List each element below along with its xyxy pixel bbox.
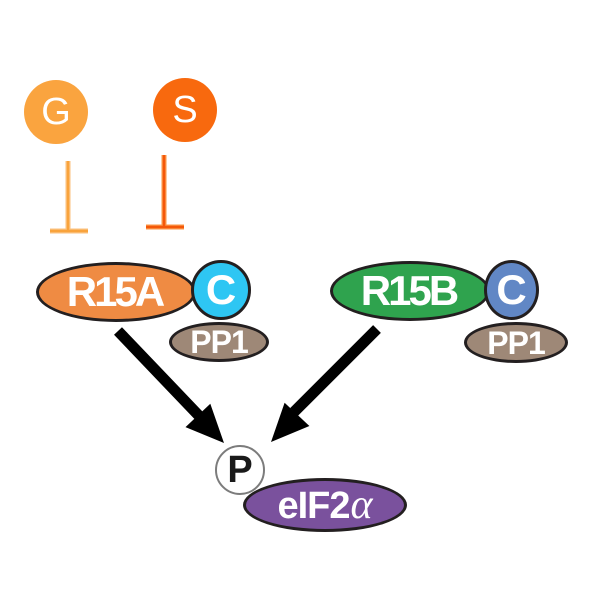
- node-r15a: R15A: [36, 262, 196, 322]
- g-stimulus-label: G: [41, 91, 71, 133]
- r15a-label: R15A: [66, 268, 165, 315]
- g-inhibition-tbar: [50, 161, 88, 234]
- g-inhibition-tbar-core: [50, 161, 88, 233]
- phosphate-label: P: [227, 449, 253, 491]
- pp1-left-label: PP1: [190, 324, 248, 360]
- r15b-arrow-shaft: [290, 325, 381, 416]
- node-pp1-right: PP1: [464, 322, 568, 363]
- r15a-arrow: [114, 327, 224, 443]
- node-s-stimulus: S: [153, 78, 217, 142]
- r15b-arrow: [271, 325, 381, 442]
- s-stimulus-label: S: [172, 89, 198, 131]
- node-eif2a: eIF2α: [243, 478, 407, 532]
- c-of-r15a-label: C: [205, 266, 237, 313]
- node-c-of-r15b: C: [484, 260, 539, 320]
- eif2a-label-alpha: α: [350, 482, 373, 528]
- s-inhibition-tbar-core: [146, 155, 184, 229]
- r15a-arrowhead: [185, 403, 224, 443]
- r15b-arrowhead: [271, 402, 310, 442]
- eif2a-label-main: eIF2: [277, 485, 350, 527]
- node-phosphate: P: [215, 445, 265, 495]
- c-of-r15b-label: C: [496, 266, 527, 313]
- node-c-of-r15a: C: [191, 260, 251, 320]
- s-inhibition-tbar: [146, 155, 184, 230]
- eif2a-label: eIF2α: [277, 484, 372, 526]
- node-r15b: R15B: [330, 261, 490, 321]
- node-g-stimulus: G: [24, 80, 88, 144]
- r15a-arrow-shaft: [114, 327, 207, 424]
- node-pp1-left: PP1: [169, 322, 269, 362]
- r15b-label: R15B: [360, 267, 459, 314]
- pp1-right-label: PP1: [487, 324, 545, 361]
